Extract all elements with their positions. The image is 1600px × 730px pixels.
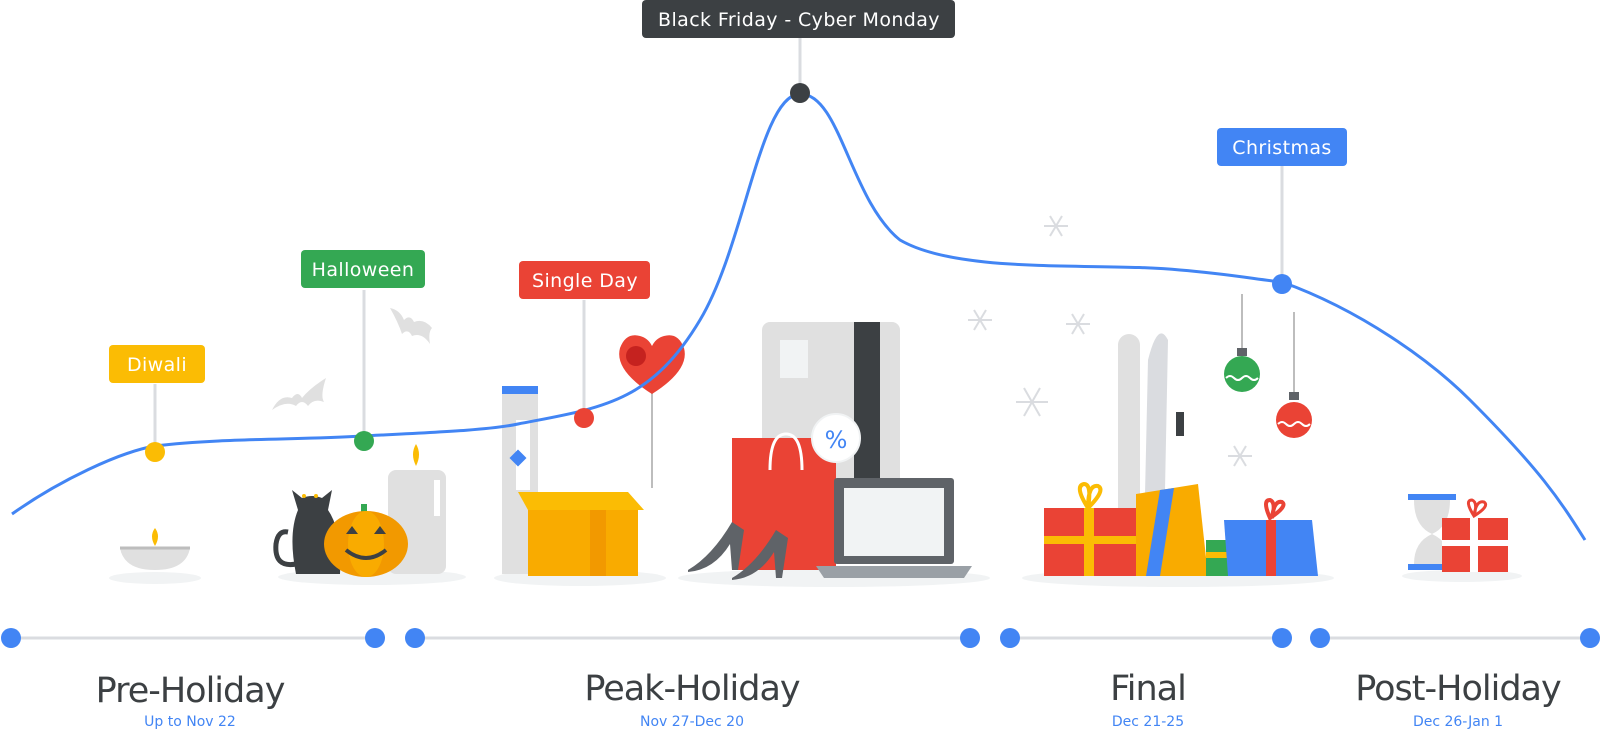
- ornament-red-icon: [1276, 312, 1312, 438]
- phase-dates-final: Dec 21-25: [1112, 714, 1184, 730]
- bat-icon: [272, 378, 326, 410]
- event-tag-christmas: [1217, 128, 1347, 166]
- gift-yellow-icon: [1136, 484, 1208, 576]
- hourglass-icon: [1408, 494, 1456, 570]
- event-marker-christmas: Christmas: [1217, 128, 1347, 294]
- diya-lamp-icon: [120, 528, 190, 570]
- event-tag-black-friday: [642, 0, 955, 38]
- event-marker-halloween: Halloween: [301, 250, 425, 451]
- phase-dates-pre-holiday: Up to Nov 22: [144, 714, 236, 730]
- laptop-icon: [816, 478, 972, 578]
- phase-timeline-pre-holiday: Pre-Holiday Up to Nov 22: [1, 628, 385, 730]
- event-marker-diwali: Diwali: [109, 345, 205, 462]
- event-label-single-day: Single Day: [532, 270, 638, 292]
- high-heels-icon: [688, 522, 788, 580]
- event-marker-single-day: Single Day: [519, 261, 650, 428]
- phase-title-pre-holiday: Pre-Holiday: [96, 671, 285, 711]
- svg-text:%: %: [825, 426, 848, 454]
- bat-icon: [390, 308, 432, 344]
- phase-timeline-final: Final Dec 21-25: [1000, 628, 1292, 730]
- phase-title-peak-holiday: Peak-Holiday: [584, 669, 800, 709]
- phase-dates-peak-holiday: Nov 27-Dec 20: [640, 714, 744, 730]
- event-label-halloween: Halloween: [312, 259, 415, 281]
- skis-icon: [1118, 333, 1184, 544]
- heart-balloon-icon: [619, 335, 685, 488]
- phase-timeline-peak-holiday: Peak-Holiday Nov 27-Dec 20: [405, 628, 980, 730]
- gift-blue-icon: [1224, 497, 1318, 576]
- snowflake-icon: [968, 215, 1252, 467]
- event-tag-diwali: [109, 345, 205, 383]
- cardboard-box-icon: [518, 492, 644, 576]
- discount-badge-icon: %: [811, 413, 861, 463]
- event-tag-halloween: [301, 250, 425, 288]
- gift-small-red-icon: [1442, 498, 1508, 572]
- pumpkin-icon: [324, 504, 408, 577]
- ornament-green-icon: [1224, 294, 1260, 392]
- event-marker-black-friday: Black Friday - Cyber Monday: [642, 0, 955, 103]
- event-label-christmas: Christmas: [1232, 137, 1331, 159]
- gift-red-icon: [1044, 481, 1138, 576]
- phase-title-post-holiday: Post-Holiday: [1355, 669, 1561, 709]
- event-label-black-friday: Black Friday - Cyber Monday: [658, 9, 940, 31]
- phase-timeline-post-holiday: Post-Holiday Dec 26-Jan 1: [1310, 628, 1600, 730]
- event-tag-single-day: [519, 261, 650, 299]
- phase-title-final: Final: [1110, 669, 1186, 709]
- event-label-diwali: Diwali: [127, 354, 187, 376]
- phase-dates-post-holiday: Dec 26-Jan 1: [1413, 714, 1503, 730]
